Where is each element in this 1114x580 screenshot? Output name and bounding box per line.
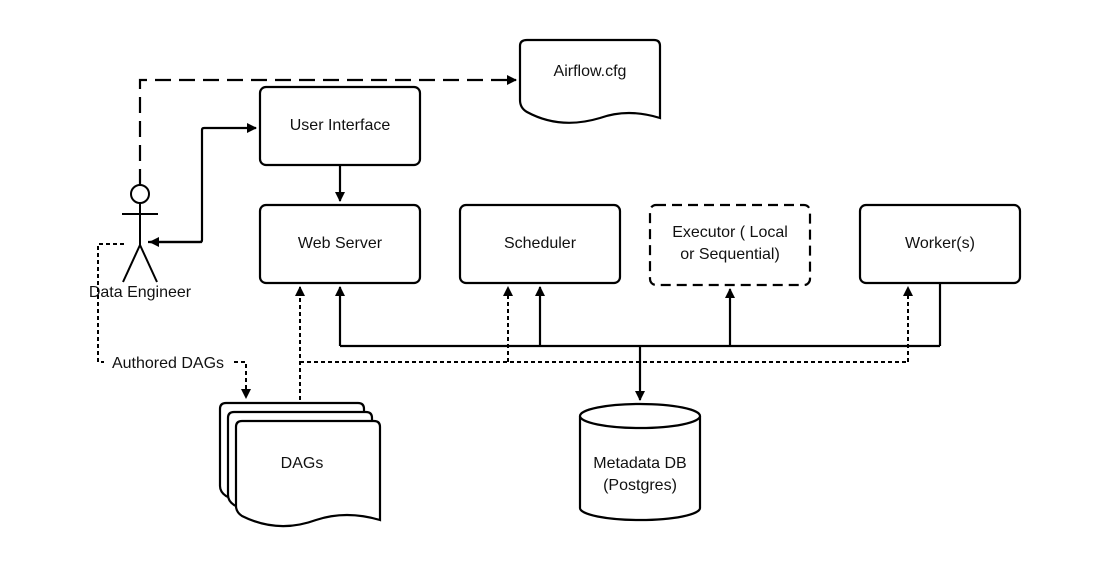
authored-dags-label: Authored DAGs: [112, 355, 224, 372]
data-engineer-actor: Data Engineer: [89, 184, 192, 301]
edge-engineer-to-dags: [97, 243, 251, 399]
executor-label-line1: Executor ( Local: [672, 224, 788, 241]
executor-node: Executor ( Local or Sequential): [648, 203, 812, 287]
workers-label: Worker(s): [905, 235, 975, 252]
data-engineer-label: Data Engineer: [89, 284, 192, 301]
dags-node: DAGs: [218, 401, 382, 528]
edge-engineer-to-ui: [148, 123, 257, 244]
user-interface-node: User Interface: [258, 85, 422, 167]
authored-dags-label-bg: [104, 351, 234, 373]
scheduler-node: Scheduler: [458, 203, 622, 285]
airflow-cfg-node: Airflow.cfg: [518, 38, 662, 124]
metadata-db-label-line2: (Postgres): [603, 477, 677, 494]
airflow-cfg-label: Airflow.cfg: [554, 63, 627, 80]
workers-node: Worker(s): [858, 203, 1022, 285]
user-interface-label: User Interface: [290, 117, 391, 134]
web-server-label: Web Server: [298, 235, 383, 252]
actor-head: [130, 184, 150, 204]
dags-label: DAGs: [281, 455, 324, 472]
metadata-db-node: Metadata DB (Postgres): [578, 402, 702, 522]
executor-label-line2: or Sequential): [680, 246, 780, 263]
metadata-db-label-line1: Metadata DB: [593, 455, 686, 472]
scheduler-label: Scheduler: [504, 235, 577, 252]
web-server-node: Web Server: [258, 203, 422, 285]
edge-engineer-to-cfg: [138, 75, 517, 185]
